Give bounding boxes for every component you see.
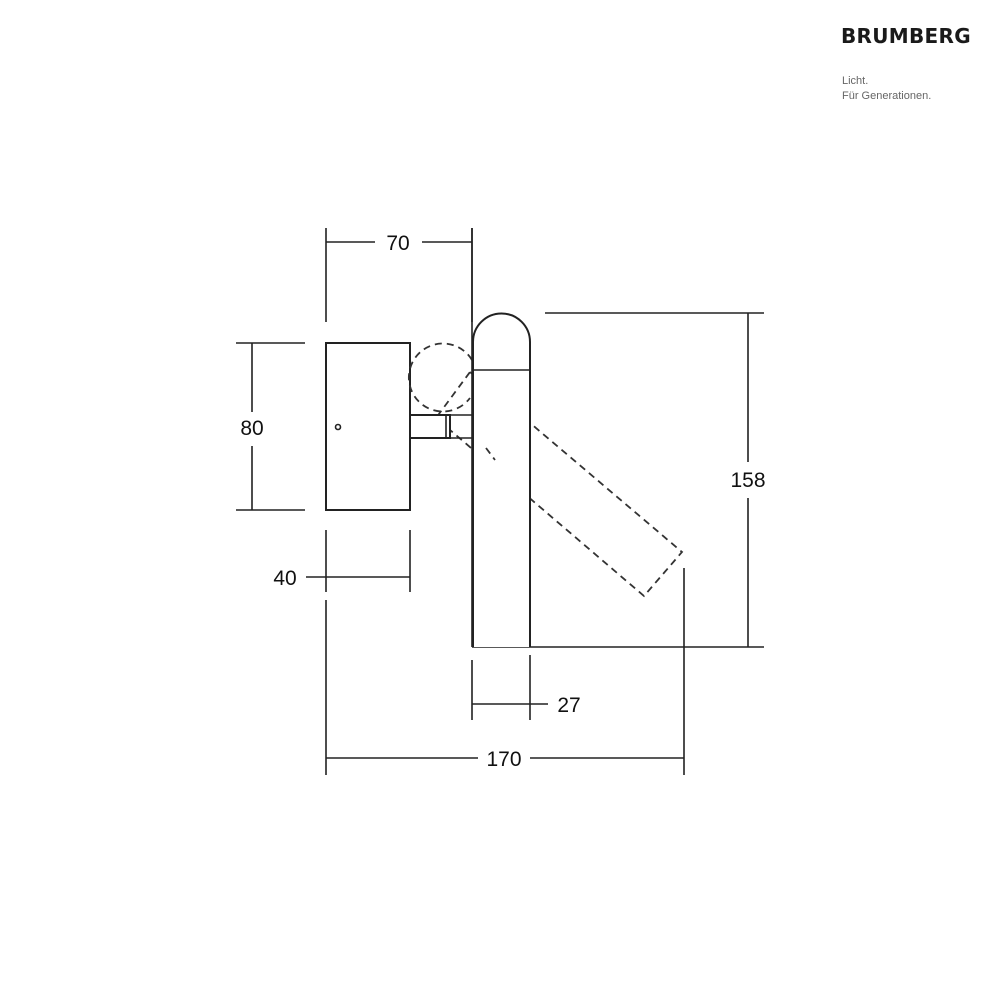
dim-label-27: 27 <box>557 694 580 717</box>
brand-logo: BRUMBERG <box>841 24 971 48</box>
connector-stem <box>409 414 451 439</box>
side-view-arm <box>472 312 531 647</box>
ghost-detail <box>485 447 496 461</box>
dim-label-40: 40 <box>273 567 296 590</box>
dim-label-158: 158 <box>730 469 765 492</box>
dim-label-80: 80 <box>240 417 263 440</box>
front-view-head <box>325 342 411 511</box>
tagline-line-1: Licht. <box>842 75 869 87</box>
front-view <box>325 342 411 511</box>
front-view-screw <box>334 423 342 431</box>
ghost-head-body <box>434 370 684 598</box>
side-view <box>409 228 764 648</box>
ghost-pivot-arc <box>408 342 473 413</box>
dim-label-170: 170 <box>486 748 521 771</box>
tagline-line-2: Für Generationen. <box>842 90 932 102</box>
tilted-head-ghost <box>408 342 684 598</box>
brand-tagline: Licht. Für Generationen. <box>842 74 931 104</box>
dim-label-70: 70 <box>386 232 409 255</box>
